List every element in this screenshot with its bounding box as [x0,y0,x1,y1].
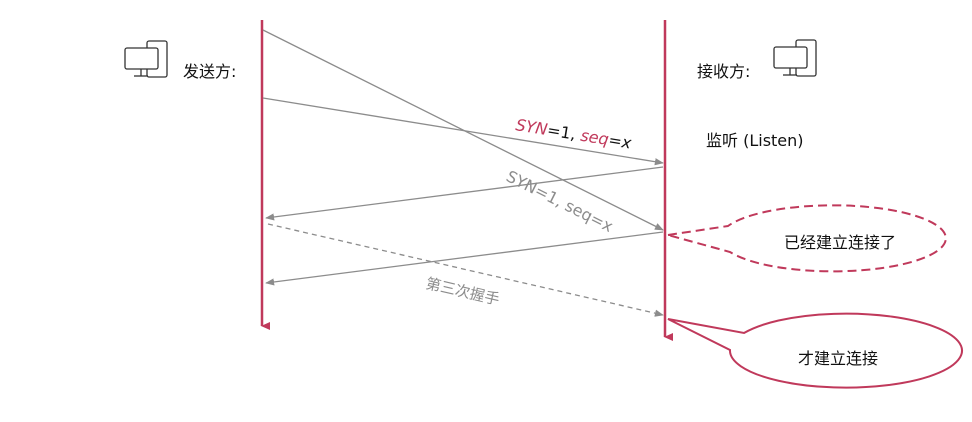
message1-seq: seq [579,126,610,149]
receiver-state-label: 监听 (Listen) [706,131,804,150]
receiver-computer-icon [773,39,817,77]
bubble-established-shape [667,204,947,273]
third-handshake-line [267,223,664,317]
message1-syn: SYN [514,115,549,139]
bubble-established-text: 已经建立连接了 [784,233,896,252]
message2-label: SYN=1, seq=x [503,167,616,236]
receiver-label: 接收方: [697,62,750,81]
message1-eq1: =1, [546,120,582,144]
second-syn-line [262,97,664,166]
third-handshake-label: 第三次握手 [424,274,501,308]
sender-label: 发送方: [183,62,236,81]
message1-label: SYN=1, seq=x [514,115,633,153]
reply-line-lower [265,231,664,286]
sender-computer-icon [124,40,168,78]
bubble-connect-text: 才建立连接 [798,349,878,368]
reply-line-upper [265,166,664,221]
message1-eq2: =x [607,130,633,152]
bubble-connect-shape [667,312,963,389]
